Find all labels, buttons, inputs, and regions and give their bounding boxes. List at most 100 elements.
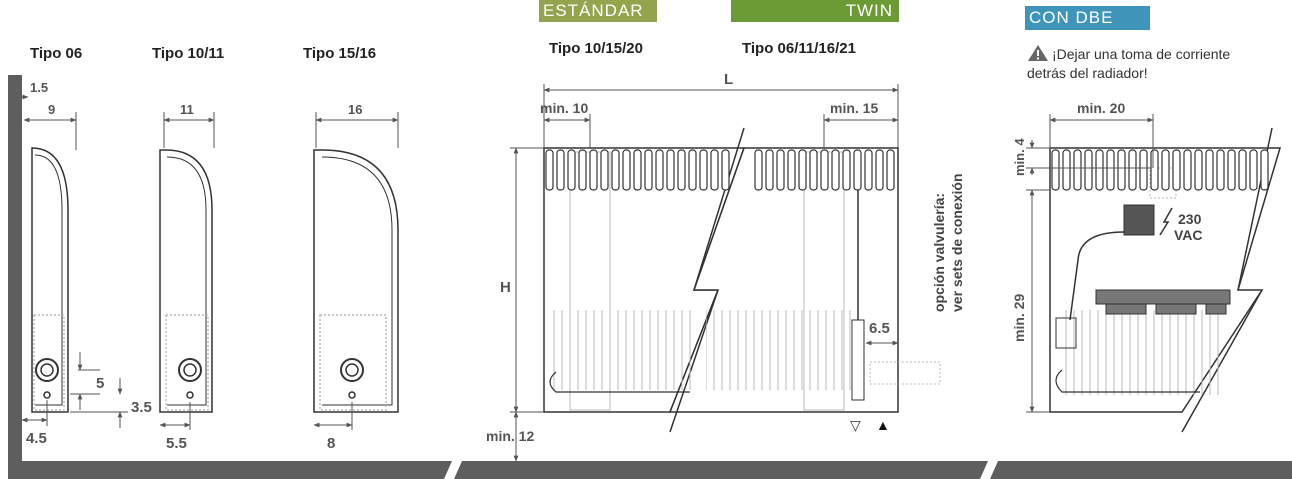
dim-min-29: min. 29 <box>1011 294 1027 342</box>
tipo-10-15-20-label: Tipo 10/15/20 <box>549 40 643 57</box>
fin <box>831 149 840 191</box>
tipo-06-11-16-21-label: Tipo 06/11/16/21 <box>742 40 856 57</box>
dbe-dimension-lines <box>1026 114 1154 413</box>
fin <box>864 149 873 191</box>
fin <box>1128 149 1137 191</box>
dim-5-5: 5.5 <box>166 435 187 452</box>
voltage-vac: VAC <box>1174 227 1203 243</box>
fin <box>1139 149 1148 191</box>
fin <box>677 149 686 191</box>
fin <box>1073 149 1082 191</box>
fin <box>798 149 807 191</box>
side-dimension-lines <box>21 94 399 430</box>
fin <box>1117 149 1126 191</box>
fin <box>1238 149 1247 191</box>
fin <box>1051 149 1060 191</box>
dim-11: 11 <box>180 102 194 117</box>
fin <box>721 149 730 191</box>
power-outlet-note: ¡Dejar una toma de corriente detrás del … <box>1027 44 1289 83</box>
fin <box>1095 149 1104 191</box>
wall <box>8 75 22 479</box>
fin <box>611 149 620 191</box>
fin <box>765 149 774 191</box>
dim-16: 16 <box>348 102 362 117</box>
profile-tipo-10-11 <box>159 149 213 413</box>
dim-min-20: min. 20 <box>1077 100 1125 116</box>
estandar-header: ESTÁNDAR <box>539 0 657 22</box>
dim-L: L <box>724 71 733 88</box>
floor-left <box>8 461 452 479</box>
dim-min-15: min. 15 <box>830 100 878 116</box>
fin <box>655 149 664 191</box>
profile-tipo-06 <box>31 147 69 413</box>
fin <box>1216 149 1225 191</box>
fin <box>1161 149 1170 191</box>
dim-5: 5 <box>96 375 104 392</box>
fin <box>1062 149 1071 191</box>
front-dimension-lines <box>510 84 899 462</box>
fin <box>688 149 697 191</box>
voltage-230: 230 <box>1178 211 1202 227</box>
fin <box>754 149 763 191</box>
twin-header-label: TWIN <box>845 1 893 20</box>
twin-header: TWIN <box>731 0 899 22</box>
fin <box>666 149 675 191</box>
fin <box>699 149 708 191</box>
fin <box>600 149 609 191</box>
estandar-header-label: ESTÁNDAR <box>543 1 644 20</box>
profile-tipo-15-16 <box>313 149 399 413</box>
warning-triangle-icon <box>1027 44 1049 62</box>
note-line-2: detrás del radiador! <box>1027 65 1148 81</box>
fin <box>1227 149 1236 191</box>
fin <box>622 149 631 191</box>
dbe-view-top-fins <box>1051 149 1269 191</box>
fin <box>567 149 576 191</box>
fin <box>556 149 565 191</box>
front-view-top-fins <box>545 149 895 191</box>
dim-1-5: 1.5 <box>30 80 48 95</box>
dim-H: H <box>500 279 511 296</box>
fin <box>1172 149 1181 191</box>
con-dbe-header-label: CON DBE <box>1029 8 1114 27</box>
dim-6-5: 6.5 <box>869 320 890 337</box>
fin <box>710 149 719 191</box>
fin <box>875 149 884 191</box>
tipo-06-label: Tipo 06 <box>30 45 82 62</box>
fin <box>820 149 829 191</box>
fin <box>886 149 895 191</box>
front-view-radiator <box>543 127 941 433</box>
open-triangle-icon: ▽ <box>850 417 861 433</box>
filled-triangle-icon: ▲ <box>876 417 890 433</box>
fin <box>589 149 598 191</box>
fin <box>1084 149 1093 191</box>
note-line-1: ¡Dejar una toma de corriente <box>1052 46 1231 62</box>
fin <box>545 149 554 191</box>
dim-4-5: 4.5 <box>26 430 47 447</box>
dim-3-5: 3.5 <box>131 399 152 416</box>
fin <box>1106 149 1115 191</box>
tipo-15-16-label: Tipo 15/16 <box>303 45 376 62</box>
fin <box>644 149 653 191</box>
floor-right <box>990 461 1292 479</box>
tipo-10-11-label: Tipo 10/11 <box>152 45 224 62</box>
valve-option-line-2: ver sets de conexión <box>949 173 965 312</box>
dim-min-4: min. 4 <box>1012 138 1027 176</box>
fin <box>842 149 851 191</box>
fin <box>633 149 642 191</box>
fin <box>1150 149 1159 191</box>
fin <box>1260 149 1269 191</box>
fin <box>1183 149 1192 191</box>
fin <box>1249 149 1258 191</box>
fin <box>1205 149 1214 191</box>
dim-min-12: min. 12 <box>486 428 534 444</box>
fin <box>809 149 818 191</box>
fin <box>578 149 587 191</box>
fin <box>776 149 785 191</box>
floor-middle <box>454 461 988 479</box>
con-dbe-header: CON DBE <box>1025 6 1150 30</box>
dim-8: 8 <box>327 435 335 452</box>
dim-9: 9 <box>48 102 55 117</box>
fin <box>1194 149 1203 191</box>
valve-option-line-1: opción valvulería: <box>931 193 947 312</box>
